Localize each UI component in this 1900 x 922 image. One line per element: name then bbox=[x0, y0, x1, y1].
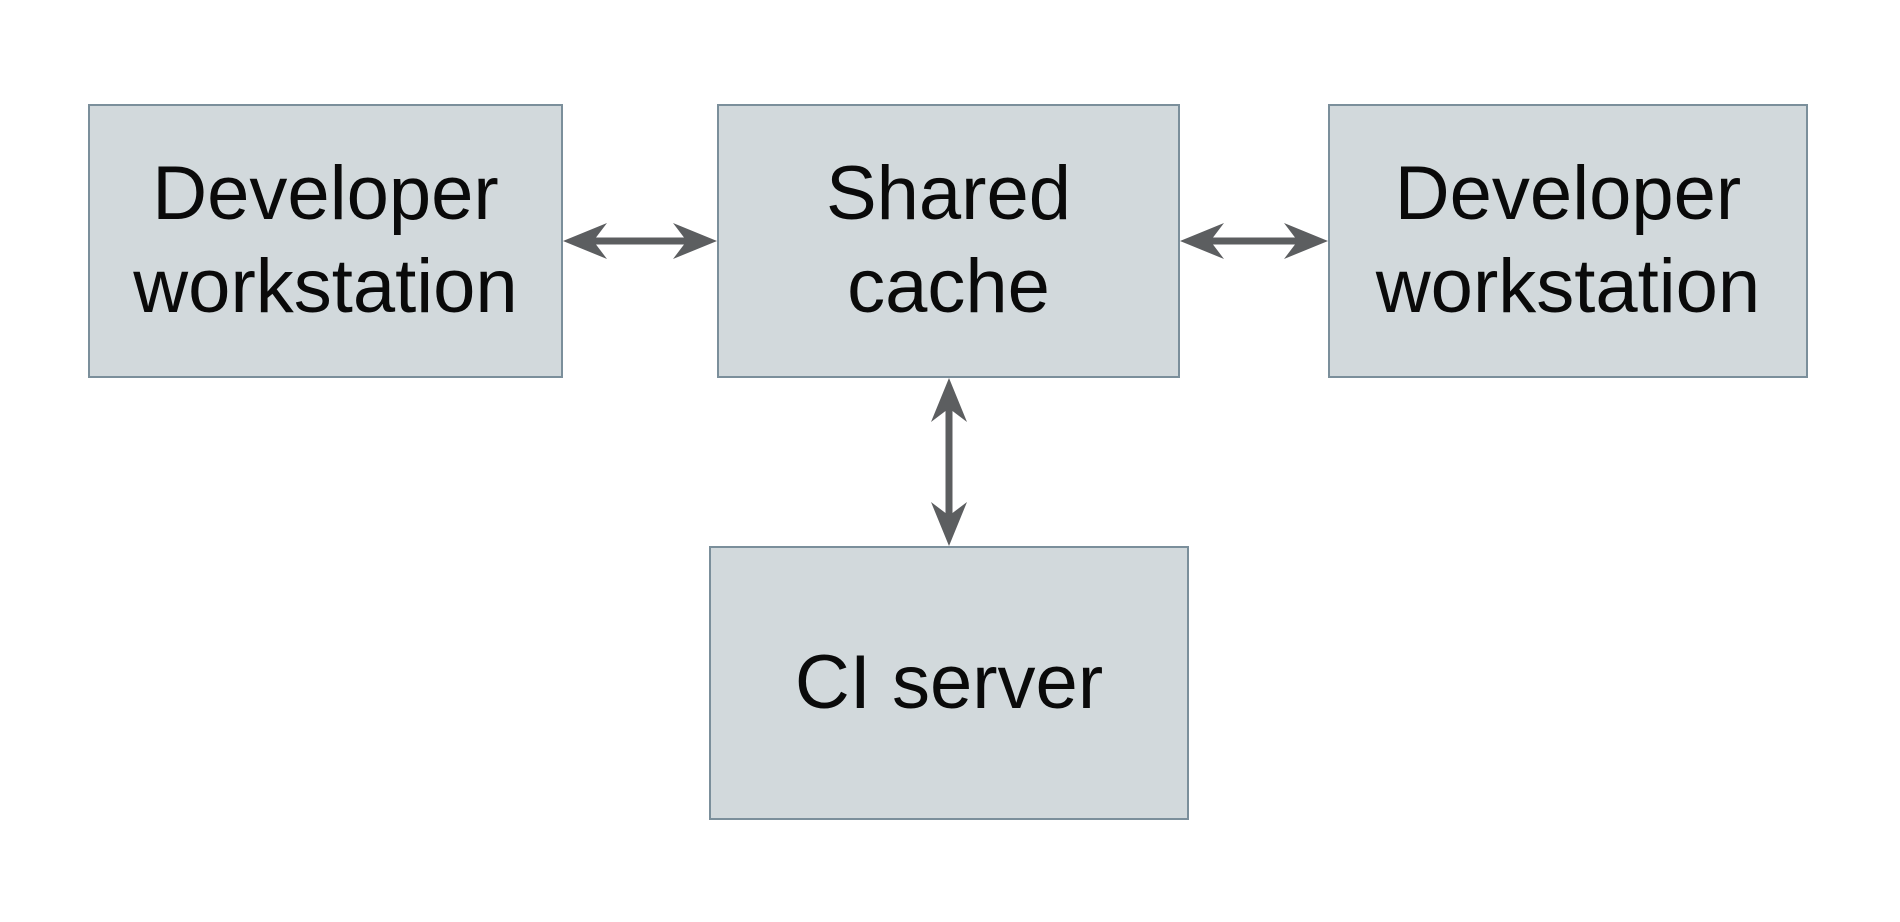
node-developer-workstation-right: Developer workstation bbox=[1328, 104, 1808, 378]
node-shared-cache-label: Shared cache bbox=[825, 151, 1072, 329]
double-arrow-workstation-right-cache-icon bbox=[1180, 221, 1328, 261]
node-developer-workstation-left-label: Developer workstation bbox=[133, 151, 518, 329]
double-arrow-cache-ci-server-icon bbox=[929, 378, 969, 546]
node-ci-server: CI server bbox=[709, 546, 1189, 820]
node-developer-workstation-right-label: Developer workstation bbox=[1375, 151, 1761, 329]
node-shared-cache: Shared cache bbox=[717, 104, 1180, 378]
double-arrow-workstation-left-cache-icon bbox=[563, 221, 717, 261]
node-ci-server-label: CI server bbox=[794, 639, 1104, 725]
node-developer-workstation-left: Developer workstation bbox=[88, 104, 563, 378]
